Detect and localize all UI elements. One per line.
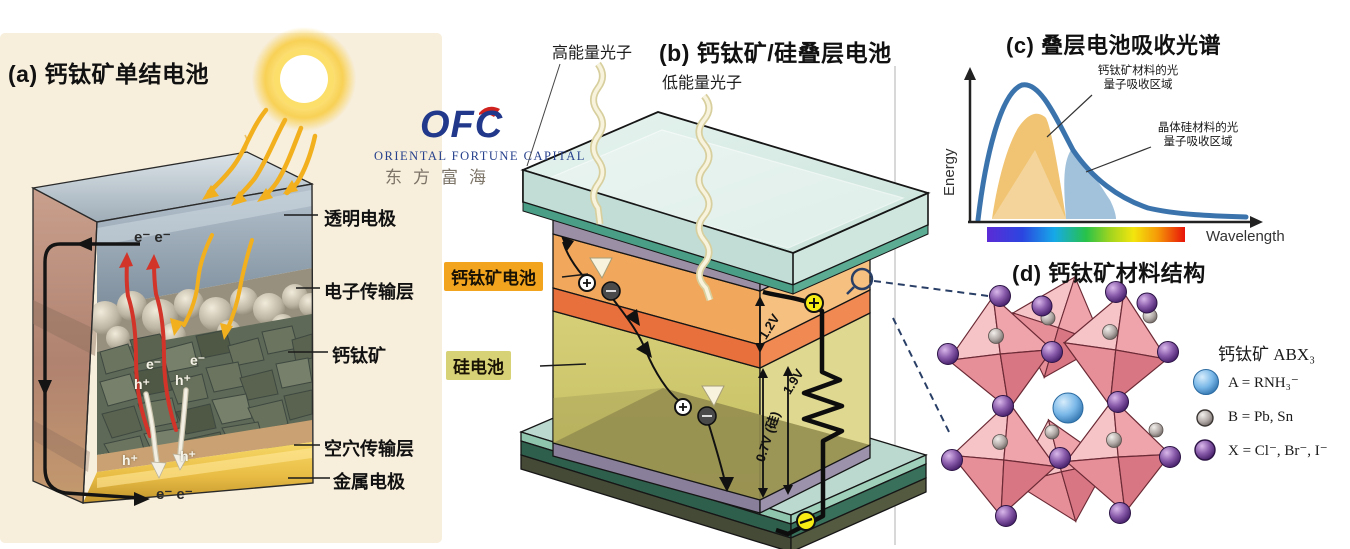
legend-b-label: B = Pb, Sn	[1228, 409, 1294, 425]
panel-a-title: (a) 钙钛矿单结电池	[8, 61, 209, 87]
plus-terminal-icon	[804, 293, 824, 313]
circuit-wire-a	[38, 237, 150, 506]
label-pointers-a	[284, 214, 330, 479]
ofc-logo-line1: ORIENTAL FORTUNE CAPITAL	[374, 149, 586, 163]
photon-high-label: 高能量光子	[552, 45, 633, 62]
panel-c-graphics: Energy	[941, 67, 1263, 242]
silicon-absorb-area	[1064, 150, 1116, 219]
perovskite-absorb-area	[992, 113, 1066, 219]
ofc-logo-swoosh	[479, 106, 500, 117]
panel-a-graphics	[0, 27, 442, 543]
panel-d-title: (d) 钙钛矿材料结构	[1012, 261, 1206, 286]
annotation-lines	[1046, 94, 1152, 173]
y-axis-label: Energy	[941, 148, 958, 196]
annotation-silicon-line2: 量子吸收区域	[1163, 136, 1233, 148]
photon-low-arrow	[695, 93, 725, 408]
ofc-logo-text: OFC	[420, 104, 504, 146]
voltage-bracket-arrowheads	[755, 296, 793, 498]
carrier-flow-arrowheads	[561, 236, 734, 492]
legend-x-label: X = Cl⁻, Br⁻, I⁻	[1228, 443, 1328, 459]
zoom-link-dashes	[873, 280, 997, 435]
legend-b-sphere	[1196, 409, 1214, 427]
annotation-silicon-line1: 晶体硅材料的光	[1157, 122, 1239, 134]
photon-low-label: 低能量光子	[662, 75, 743, 92]
annotation-perovskite: 钙钛矿材料的光 量子吸收区域	[1078, 64, 1198, 92]
annotation-perovskite-line1: 钙钛矿材料的光	[1097, 65, 1179, 77]
photon-arrowheads	[202, 180, 298, 206]
perovskite-crystal	[937, 275, 1181, 527]
a-site-sphere	[1052, 392, 1084, 424]
layer-label-metal-electrode: 金属电极	[333, 472, 405, 492]
panel-b-graphics: 1.2V 1.9V 0.7V (硅)	[519, 61, 997, 549]
sun-icon	[252, 27, 356, 131]
x-axis-label: Wavelength	[1206, 228, 1285, 245]
circuit-wire-b	[762, 289, 845, 537]
hole-arrows-white	[143, 387, 189, 479]
label-pointers-b	[539, 273, 589, 367]
panel-b-title: (b) 钙钛矿/硅叠层电池	[659, 40, 892, 66]
hole-label-3: h⁺	[122, 452, 138, 468]
absorption-chart: Energy	[941, 67, 1263, 242]
wavelength-colorbar	[987, 227, 1185, 242]
hole-label-4: h⁺	[180, 448, 196, 464]
panel-d-graphics	[937, 275, 1219, 527]
legend-markers	[1193, 369, 1219, 461]
hole-charge-icons	[578, 274, 692, 416]
legend-a-label: A = RNH₃⁻	[1228, 375, 1299, 391]
annotation-silicon: 晶体硅材料的光 量子吸收区域	[1138, 121, 1258, 149]
photon-high-arrow	[589, 61, 613, 280]
hole-label-2: h⁺	[175, 372, 191, 388]
layer-label-perovskite: 钙钛矿	[332, 346, 386, 366]
voltage-brackets	[759, 300, 789, 494]
silicon-cell-tag: 硅电池	[446, 351, 511, 380]
perovskite-formula: 钙钛矿 ABX₃	[1218, 345, 1316, 364]
glass-cover	[520, 111, 931, 295]
ofc-logo-line2: 东方富海	[385, 168, 497, 187]
annotation-perovskite-line2: 量子吸收区域	[1103, 79, 1173, 91]
hole-label-1: h⁺	[134, 376, 150, 392]
legend-a-sphere	[1193, 369, 1219, 395]
single-junction-cell	[31, 151, 315, 504]
electron-charge-icons	[601, 281, 717, 426]
spectrum-curve	[975, 82, 1249, 223]
minus-terminal-icon	[796, 511, 816, 531]
layer-label-htl: 空穴传输层	[324, 439, 414, 459]
electron-arrows-red	[124, 260, 178, 438]
photon-leader-line	[526, 63, 561, 167]
electron-flow-top: e⁻ e⁻	[134, 229, 171, 246]
panel-c-title: (c) 叠层电池吸收光谱	[1006, 33, 1222, 58]
photon-arrows-internal	[182, 233, 254, 332]
electron-label-2: e⁻	[190, 352, 206, 368]
layer-label-transparent-electrode: 透明电极	[324, 209, 396, 229]
legend-x-sphere	[1194, 439, 1216, 461]
electron-flow-bottom: e⁻ e⁻	[156, 486, 193, 503]
magnifier-icon	[846, 267, 874, 295]
layer-label-etl: 电子传输层	[324, 282, 414, 302]
x-site-spheres	[937, 281, 1181, 527]
perovskite-cell-tag: 钙钛矿电池	[444, 262, 543, 291]
b-site-spheres	[988, 308, 1164, 450]
electron-label-1: e⁻	[146, 356, 162, 372]
